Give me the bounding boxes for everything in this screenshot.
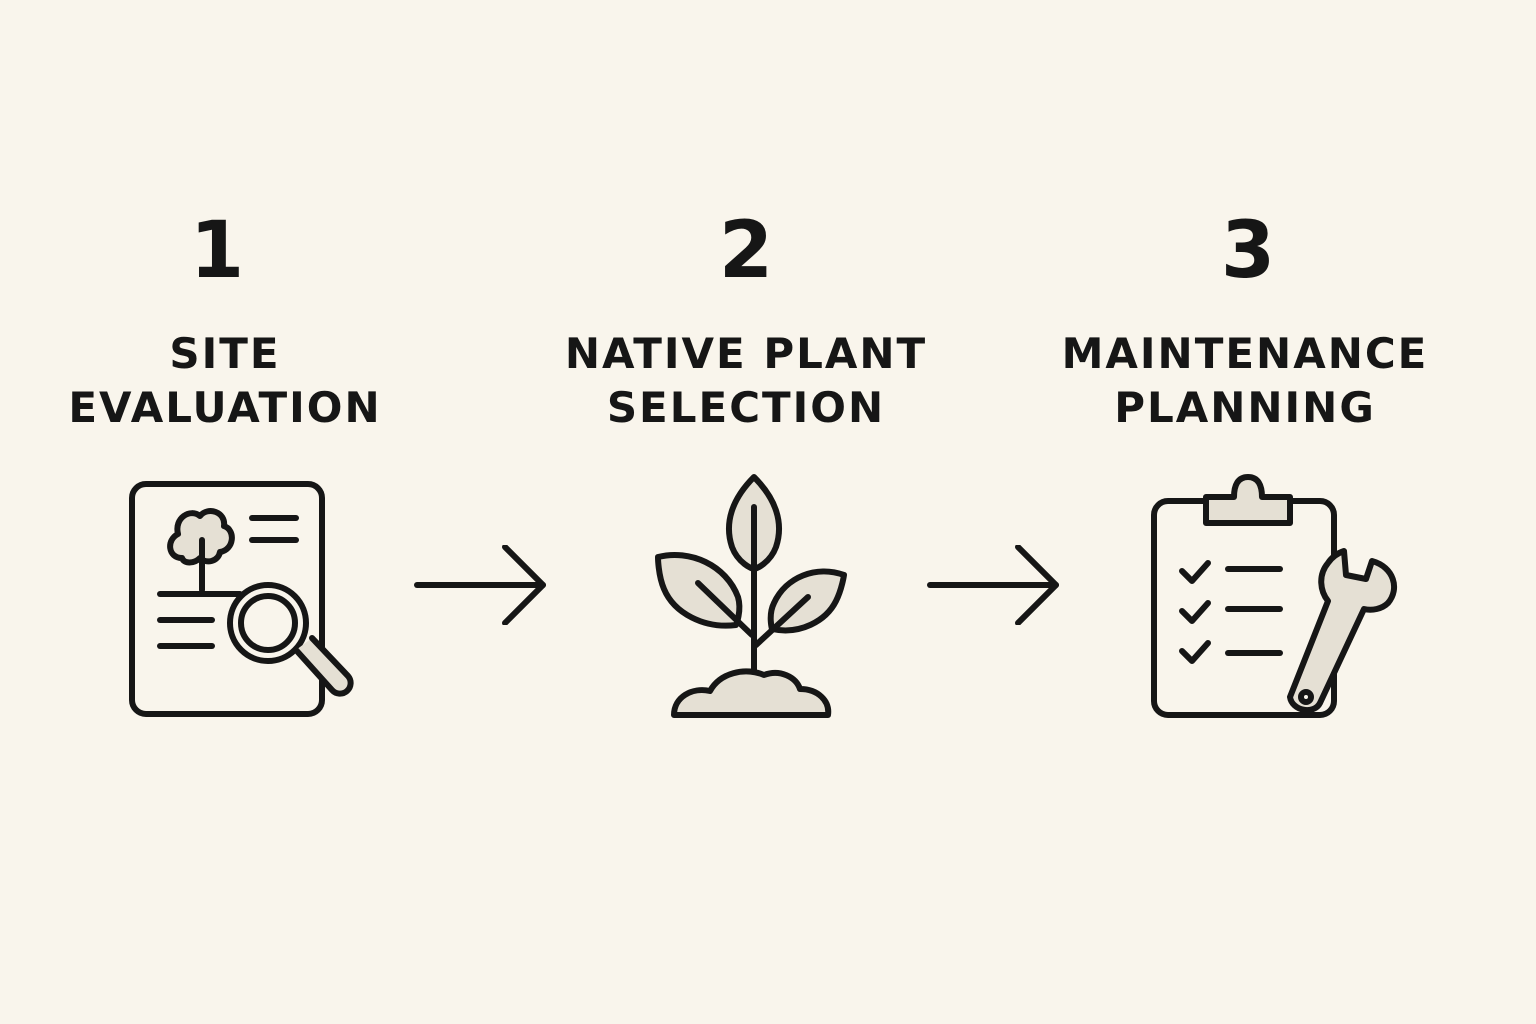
step-1-number: 1 [189,206,245,296]
step-3-title: MAINTENANCE PLANNING [1025,327,1465,435]
step-3-number: 3 [1220,206,1276,296]
arrow-right-icon [927,545,1059,625]
step-2-title: NATIVE PLANT SELECTION [526,327,966,435]
step-2-title-line-1: NATIVE PLANT [564,329,928,378]
step-3-title-line-1: MAINTENANCE [1061,329,1429,378]
seedling-icon [655,474,847,718]
step-2-title-line-2: SELECTION [606,383,886,432]
clipboard-wrench-icon [1151,474,1398,718]
site-evaluation-icon [129,481,354,717]
step-2-number: 2 [718,206,774,296]
step-1-title: SITE EVALUATION [5,327,445,435]
step-1-title-line-1: SITE [169,329,281,378]
arrow-right-icon [414,545,546,625]
step-3-title-line-2: PLANNING [1114,383,1376,432]
step-1-title-line-2: EVALUATION [68,383,382,432]
